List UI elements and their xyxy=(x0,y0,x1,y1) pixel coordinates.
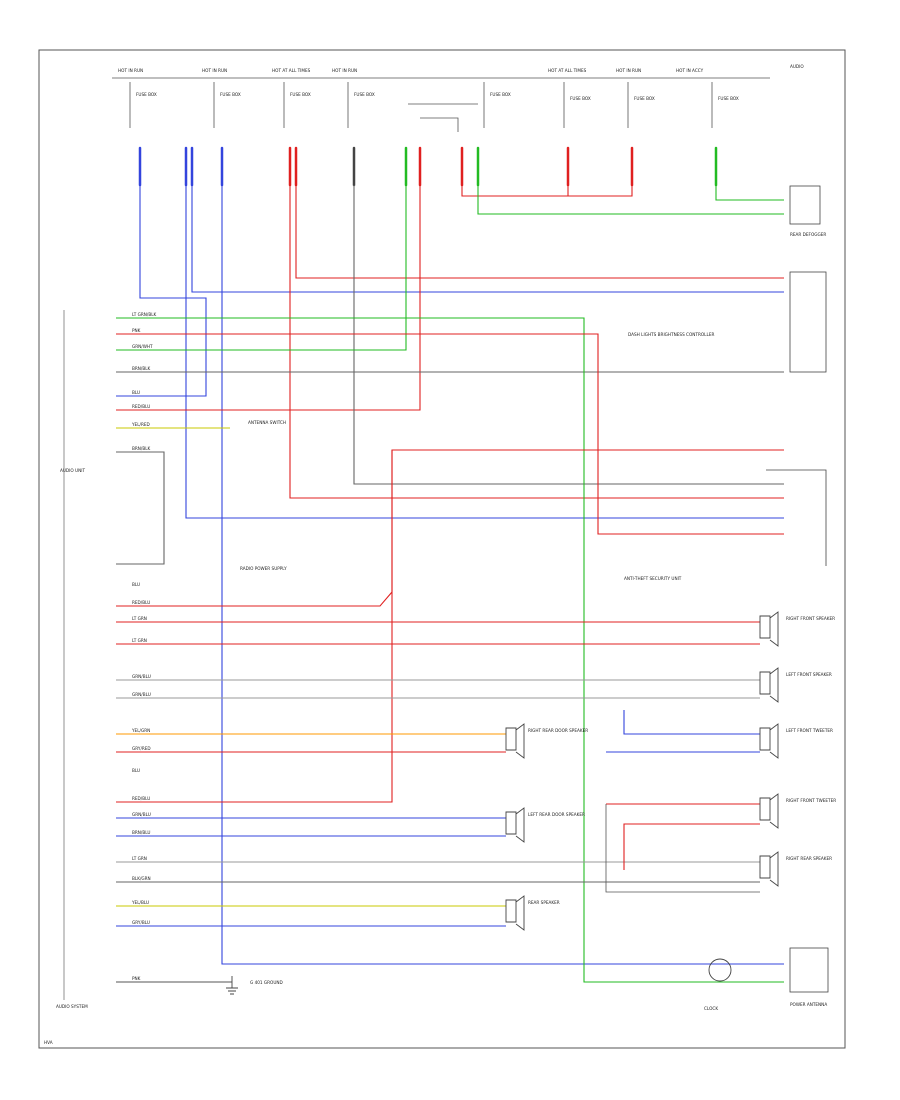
wire-label: BLU xyxy=(132,768,140,773)
wire-label: YEL/BLU xyxy=(131,900,149,905)
wire-label: BLK/GRN xyxy=(132,876,151,881)
audio-unit-label: AUDIO UNIT xyxy=(60,468,85,473)
wire-label: RED/BLU xyxy=(132,600,150,605)
wire-label: RED/BLU xyxy=(132,796,150,801)
fuse-label: HOT IN RUN xyxy=(332,68,357,73)
rr-door-speaker-icon xyxy=(505,723,525,759)
wire-label: LT GRN xyxy=(132,856,147,861)
wire-label: GRY/BLU xyxy=(132,920,150,925)
wire-label: GRY/RED xyxy=(132,746,151,751)
ground-label: G 401 GROUND xyxy=(250,980,283,985)
fuse-label: HOT AT ALL TIMES xyxy=(548,68,587,73)
lf-speaker-icon xyxy=(759,667,779,703)
speakers xyxy=(505,611,779,931)
wire-label: GRN/BLU xyxy=(132,692,151,697)
rf-speaker-icon xyxy=(759,611,779,647)
dimmer-box xyxy=(789,271,827,373)
rr-door-label: RIGHT REAR DOOR SPEAKER xyxy=(528,728,588,733)
diagram-frame xyxy=(38,49,846,1049)
security-unit-bracket xyxy=(766,469,827,566)
wire-harness xyxy=(116,185,784,983)
fuse-label: HOT IN RUN xyxy=(616,68,641,73)
fuse-box-label: FUSE BOX xyxy=(354,92,375,97)
wire-label: BRN/BLK xyxy=(132,366,151,371)
clock-label: CLOCK xyxy=(704,1006,718,1011)
wire-labels: LT GRN/BLK PNK GRN/WHT BRN/BLK BLU RED/B… xyxy=(131,312,157,981)
fuse-box-label: FUSE BOX xyxy=(290,92,311,97)
lf-tweeter-label: LEFT FRONT TWEETER xyxy=(786,728,833,733)
connector-stubs xyxy=(138,146,718,187)
fuse-box-label: FUSE BOX xyxy=(490,92,511,97)
components xyxy=(766,185,829,993)
dimmer-label: DASH LIGHTS BRIGHTNESS CONTROLLER xyxy=(628,332,714,337)
lf-tweeter-icon xyxy=(759,723,779,759)
wire-label: PNK xyxy=(132,328,141,333)
fuse-box-label: FUSE BOX xyxy=(718,96,739,101)
rr-speaker-icon xyxy=(759,851,779,887)
wire-label: BRN/BLU xyxy=(132,830,150,835)
fuse-box-label: FUSE BOX xyxy=(220,92,241,97)
rf-tweeter-label: RIGHT FRONT TWEETER xyxy=(786,798,836,803)
rr-speaker-label: RIGHT REAR SPEAKER xyxy=(786,856,832,861)
power-antenna-box xyxy=(789,947,829,993)
component-labels: REAR DEFOGGER DASH LIGHTS BRIGHTNESS CON… xyxy=(240,232,836,1011)
rf-tweeter-icon xyxy=(759,793,779,829)
rf-speaker-label: RIGHT FRONT SPEAKER xyxy=(786,616,835,621)
fuse-label: HOT AT ALL TIMES xyxy=(272,68,311,73)
footer-code: HVA xyxy=(44,1040,53,1045)
rear-defogger-box xyxy=(789,185,821,225)
fuse-brackets xyxy=(129,82,713,128)
wire-label: LT GRN/BLK xyxy=(132,312,157,317)
wire-label: BLU xyxy=(132,390,140,395)
lf-speaker-label: LEFT FRONT SPEAKER xyxy=(786,672,832,677)
power-antenna-label: POWER ANTENNA xyxy=(790,1002,827,1007)
rear-speaker-icon xyxy=(505,895,525,931)
wire-label: GRN/BLU xyxy=(132,812,151,817)
antenna-switch-label: ANTENNA SWITCH xyxy=(248,420,286,425)
wire-label: PNK xyxy=(132,976,141,981)
wire-label: LT GRN xyxy=(132,638,147,643)
security-unit-label: ANTI-THEFT SECURITY UNIT xyxy=(624,576,682,581)
wire-label: BLU xyxy=(132,582,140,587)
wire-label: LT GRN xyxy=(132,616,147,621)
fuse-label-row: HOT IN RUN HOT IN RUN HOT AT ALL TIMES H… xyxy=(118,64,804,73)
lr-door-label: LEFT REAR DOOR SPEAKER xyxy=(528,812,585,817)
wire-label: YEL/RED xyxy=(131,422,150,427)
lr-door-speaker-icon xyxy=(505,807,525,843)
fuse-label: HOT IN ACCY xyxy=(676,68,704,73)
fuse-box-labels: FUSE BOX FUSE BOX FUSE BOX FUSE BOX FUSE… xyxy=(136,92,739,101)
fuse-box-label: FUSE BOX xyxy=(570,96,591,101)
radio-power-label: RADIO POWER SUPPLY xyxy=(240,566,287,571)
audio-system-label: AUDIO SYSTEM xyxy=(56,1004,88,1009)
fuse-label: HOT IN RUN xyxy=(118,68,143,73)
wire-label: GRN/BLU xyxy=(132,674,151,679)
fuse-label: HOT IN RUN xyxy=(202,68,227,73)
clock-icon xyxy=(708,958,732,982)
wire-label: YEL/GRN xyxy=(131,728,150,733)
rear-speaker-label: REAR SPEAKER xyxy=(528,900,560,905)
wire-label: RED/BLU xyxy=(132,404,150,409)
corner-label: AUDIO xyxy=(790,64,804,69)
rear-defogger-label: REAR DEFOGGER xyxy=(790,232,826,237)
wire-label: GRN/WHT xyxy=(132,344,153,349)
fuse-box-label: FUSE BOX xyxy=(136,92,157,97)
ground-icon xyxy=(226,976,238,995)
fuse-box-label: FUSE BOX xyxy=(634,96,655,101)
relay-link xyxy=(420,117,459,132)
wire-label: BRN/BLK xyxy=(132,446,151,451)
